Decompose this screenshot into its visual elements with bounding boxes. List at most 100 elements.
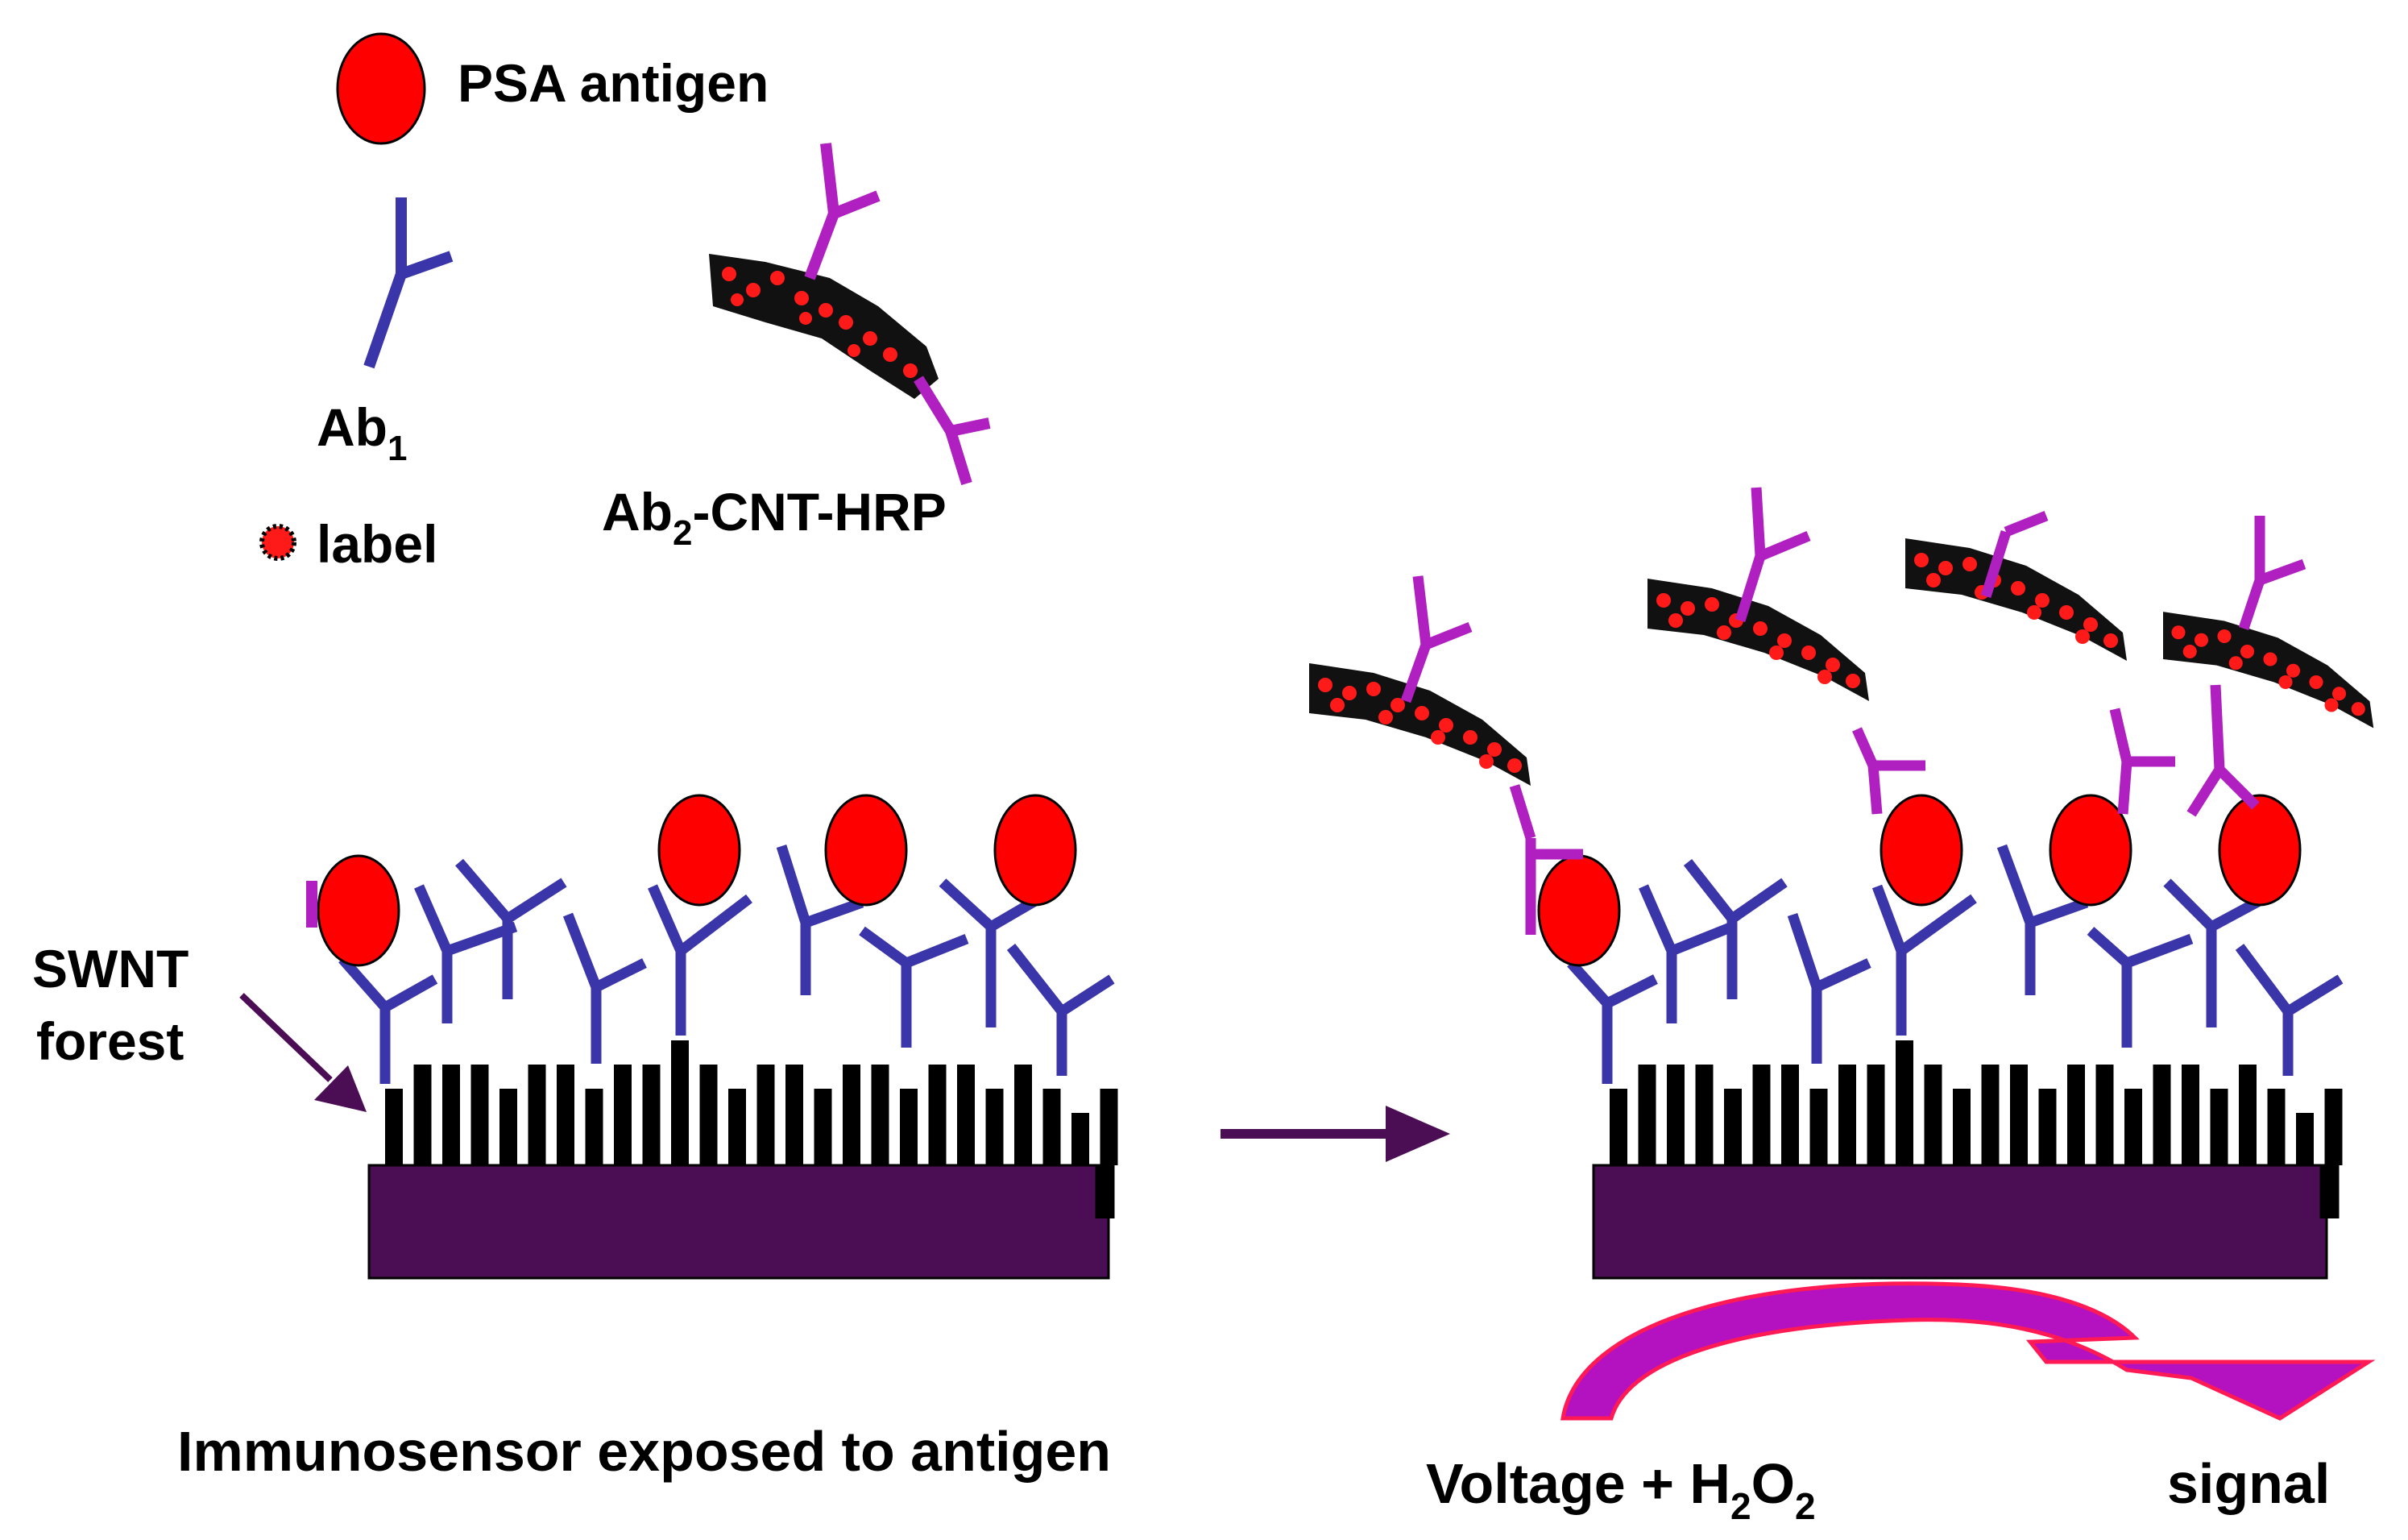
swnt-tube bbox=[1896, 1040, 1913, 1165]
hrp-label bbox=[1318, 678, 1332, 692]
cnt-hrp-strip bbox=[1905, 538, 2127, 661]
hrp-label bbox=[1656, 593, 1671, 608]
legend-label-icon bbox=[259, 524, 296, 561]
ab1-antibody bbox=[2087, 927, 2194, 1048]
ab1-antibody bbox=[1639, 884, 1735, 1023]
ab1-antibody bbox=[776, 845, 864, 995]
hrp-label bbox=[2331, 687, 2347, 701]
hrp-label bbox=[1330, 698, 1345, 712]
legend-ab2-label: Ab2-CNT-HRP bbox=[602, 482, 947, 553]
legend-ab1-icon bbox=[363, 197, 454, 369]
swnt-tube bbox=[1752, 1065, 1771, 1165]
swnt-tube bbox=[2182, 1065, 2199, 1165]
legend-antigen-label: PSA antigen bbox=[458, 53, 769, 113]
ab2-antibody bbox=[1852, 727, 1925, 815]
ab1-antibodies-left bbox=[338, 845, 1115, 1084]
antigens-right bbox=[1537, 794, 2302, 967]
swnt-tube bbox=[1724, 1089, 1742, 1165]
ab2-antibody bbox=[2186, 684, 2260, 817]
cnt-hrp-strip bbox=[1647, 579, 1869, 701]
swnt-tube bbox=[470, 1065, 489, 1165]
swnt-tube bbox=[2267, 1089, 2286, 1165]
swnt-tube bbox=[843, 1065, 860, 1165]
cnt-hrp-strip bbox=[1309, 663, 1531, 786]
hrp-label bbox=[1926, 573, 1941, 587]
swnt-tube bbox=[614, 1065, 632, 1165]
hrp-label bbox=[1826, 658, 1840, 672]
ab1-antibody bbox=[859, 926, 969, 1048]
hrp-label bbox=[2103, 633, 2118, 648]
swnt-tube bbox=[2095, 1065, 2114, 1165]
ab1-antibody bbox=[1871, 884, 1977, 1036]
swnt-tube bbox=[2010, 1065, 2028, 1165]
legend-antigen-ellipse bbox=[336, 32, 426, 145]
swnt-tube bbox=[557, 1065, 574, 1165]
ab1-antibody bbox=[1567, 959, 1658, 1084]
hrp-label bbox=[1391, 698, 1405, 712]
hrp-label bbox=[2171, 625, 2186, 640]
hrp-label bbox=[1507, 758, 1522, 773]
psa-antigen bbox=[2218, 794, 2302, 907]
hrp-label bbox=[2351, 702, 2365, 716]
hrp-label bbox=[2217, 629, 2232, 644]
hrp-label bbox=[2309, 675, 2323, 690]
swnt-tube bbox=[413, 1065, 432, 1165]
swnt-tube bbox=[2124, 1089, 2142, 1165]
hrp-label bbox=[2324, 698, 2339, 712]
swnt-tube bbox=[985, 1089, 1004, 1165]
hrp-label bbox=[1801, 645, 1816, 660]
forest-pointer-arrow bbox=[239, 993, 367, 1112]
swnt-tube bbox=[1638, 1065, 1656, 1165]
hrp-label bbox=[1668, 613, 1683, 628]
antigens-left bbox=[306, 794, 1077, 967]
ab1-antibody bbox=[2235, 944, 2344, 1076]
swnt-tube bbox=[1042, 1089, 1061, 1165]
ab1-antibody bbox=[1683, 858, 1788, 999]
hrp-label bbox=[2263, 652, 2277, 666]
hrp-label bbox=[1717, 625, 1731, 640]
swnt-tube bbox=[728, 1089, 746, 1165]
psa-antigen bbox=[657, 794, 741, 907]
hrp-label bbox=[2182, 644, 2197, 659]
swnt-tube bbox=[642, 1065, 661, 1165]
swnt-tube bbox=[2153, 1065, 2171, 1165]
swnt-tube bbox=[1610, 1089, 1627, 1165]
swnt-forest-label-line2: forest bbox=[36, 1011, 184, 1071]
hrp-label bbox=[1817, 670, 1832, 684]
swnt-tube bbox=[699, 1065, 718, 1165]
swnt-forest-right bbox=[1610, 1040, 2343, 1218]
psa-antigen bbox=[2049, 794, 2132, 907]
hrp-label bbox=[2075, 629, 2090, 644]
swnt-tube bbox=[785, 1065, 803, 1165]
swnt-tube bbox=[1100, 1089, 1118, 1165]
swnt-tube bbox=[1838, 1065, 1856, 1165]
swnt-tube bbox=[2067, 1065, 2085, 1165]
swnt-tube bbox=[756, 1065, 775, 1165]
left-caption: Immunosensor exposed to antigen bbox=[177, 1420, 1111, 1483]
legend-ab1-label: Ab1 bbox=[317, 397, 407, 468]
psa-antigen bbox=[993, 794, 1077, 907]
swnt-tube bbox=[385, 1089, 403, 1165]
swnt-tube bbox=[528, 1065, 546, 1165]
ab2-fragment bbox=[306, 881, 317, 928]
hrp-label bbox=[1431, 730, 1445, 745]
hrp-label bbox=[1962, 557, 1977, 571]
hrp-label bbox=[1415, 706, 1429, 720]
psa-antigen bbox=[824, 794, 908, 907]
swnt-tube bbox=[1071, 1113, 1089, 1165]
hrp-label bbox=[1463, 730, 1478, 745]
swnt-tube bbox=[2239, 1065, 2257, 1165]
swnt-tube bbox=[957, 1065, 975, 1165]
hrp-label bbox=[1681, 601, 1695, 616]
signal-label: signal bbox=[2167, 1452, 2330, 1515]
legend: PSA antigen Ab1 label bbox=[259, 32, 991, 574]
psa-antigen bbox=[1537, 854, 1621, 967]
swnt-tube bbox=[1867, 1065, 1885, 1165]
hrp-label bbox=[2228, 656, 2243, 670]
swnt-tube bbox=[1667, 1065, 1685, 1165]
hrp-label bbox=[2240, 644, 2255, 659]
swnt-tube bbox=[1924, 1065, 1942, 1165]
swnt-forest-left bbox=[385, 1040, 1118, 1218]
swnt-tube bbox=[900, 1089, 918, 1165]
